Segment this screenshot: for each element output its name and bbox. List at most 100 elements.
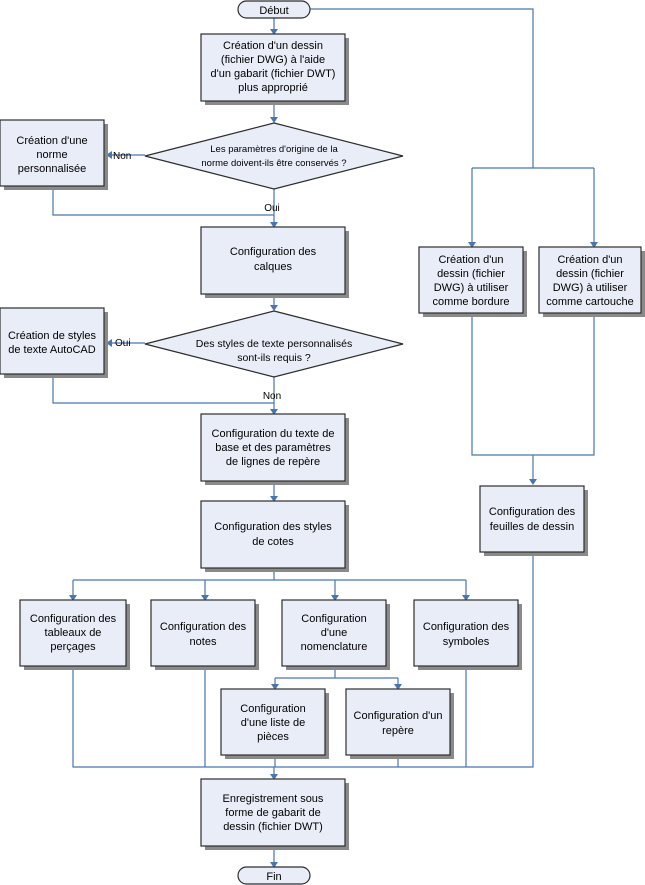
process-layers-line: Configuration des [230,246,317,258]
edge-label-preserve-yes: Oui [264,203,280,214]
terminal-end: Fin [237,866,311,885]
connectors [52,8,598,868]
process-save-template-line: Enregistrement sous [223,793,324,805]
process-layers-line: calques [254,261,292,273]
process-dim-styles-line: de cotes [252,536,294,548]
decision-preserve-settings: Les paramètres d'origine de la norme doi… [144,122,404,190]
arrowhead [201,595,209,601]
arrowhead [331,595,339,601]
process-save-template-line: dessin (fichier DWT) [223,821,323,833]
process-nomenclature: Configuration d'une nomenclature [281,599,390,670]
arrowhead [270,496,278,502]
process-border-drawing-line: Création d'un [438,254,503,266]
arrowhead [529,479,537,485]
process-border-drawing-line: comme bordure [432,296,509,308]
edge-label-text-no: Non [263,391,281,402]
process-hole-tables-line: tableaux de [45,627,102,639]
process-sheets: Configuration des feuilles de dessin [479,485,588,556]
process-layers: Configuration des calques [200,226,349,298]
process-base-text-line: Configuration du texte de [212,428,335,440]
arrowhead [270,305,278,311]
process-autocad-text-styles-line: de texte AutoCAD [8,344,95,356]
arrowhead [106,151,112,159]
connector-start-to-right-branch [310,8,534,168]
process-save-template-line: forme de gabarit de [225,807,320,819]
process-dim-styles: Configuration des styles de cotes [200,500,349,572]
arrowhead [394,684,402,690]
arrowhead [468,242,476,248]
decision-preserve-settings-line: norme doivent-ils être conservés ? [201,158,346,169]
process-dim-styles-line: Configuration des styles [214,521,332,533]
process-border-drawing: Création d'un dessin (fichier DWG) à uti… [418,246,527,317]
arrowhead [106,339,112,347]
terminal-start-label: Début [259,5,288,17]
process-balloon-line: Configuration d'un [354,710,443,722]
process-symbols-line: Configuration des [423,621,510,633]
edge-labels: Non Oui Oui Non [113,151,281,402]
connector-text-styles-merge [52,378,274,404]
decision-text-styles-line: Des styles de texte personnalisés [196,338,352,350]
process-save-template: Enregistrement sous forme de gabarit de … [200,778,349,850]
process-base-text-line: de lignes de repère [226,456,320,468]
process-titleblock-drawing-line: Création d'un [557,254,622,266]
decision-preserve-settings-line: Les paramètres d'origine de la [210,144,338,155]
process-symbols-line: symboles [443,636,490,648]
edge-label-text-yes: Oui [115,338,131,349]
arrowhead [270,117,278,123]
process-base-text: Configuration du texte de base et des pa… [200,413,349,485]
connector-border-down [471,315,595,456]
process-autocad-text-styles-line: Création de styles [8,330,97,342]
process-balloon-line: repère [382,725,414,737]
arrowhead [270,222,278,228]
process-notes: Configuration des notes [150,599,259,670]
process-parts-list-line: pièces [257,731,289,743]
process-sheets-line: feuilles de dessin [490,521,574,533]
process-border-drawing-line: DWG) à utiliser [434,282,509,294]
process-create-drawing-line: Création d'un dessin [223,40,323,52]
process-hole-tables-line: Configuration des [30,613,117,625]
process-titleblock-drawing-line: comme cartouche [546,296,633,308]
arrowhead [270,862,278,868]
process-autocad-text-styles: Création de styles de texte AutoCAD [0,307,108,378]
process-sheets-line: Configuration des [489,506,576,518]
arrowhead [462,595,470,601]
process-titleblock-drawing: Création d'un dessin (fichier DWG) à uti… [538,246,645,317]
process-titleblock-drawing-line: dessin (fichier [556,268,624,280]
process-create-drawing-line: plus approprié [238,82,308,94]
connector-sheets-to-save [274,555,534,768]
process-symbols: Configuration des symboles [413,599,522,670]
process-nomenclature-line: nomenclature [301,641,368,653]
process-notes-line: Configuration des [160,621,247,633]
process-parts-list-line: Configuration [240,703,305,715]
connector-norm-merge [52,190,274,216]
connector-hole-tables-merge [72,668,274,768]
process-border-drawing-line: dessin (fichier [437,268,505,280]
terminal-start: Début [237,0,311,19]
process-custom-norm-line: norme [36,149,67,161]
process-create-drawing-line: (fichier DWG) à l'aide [221,54,325,66]
arrowhead [270,29,278,35]
process-titleblock-drawing-line: DWG) à utiliser [553,282,628,294]
process-custom-norm-line: personnalisée [18,163,87,175]
arrowhead [69,595,77,601]
arrowhead [590,242,598,248]
process-custom-norm: Création d'une norme personnalisée [0,119,108,190]
process-nomenclature-line: d'une [321,627,348,639]
process-parts-list-line: d'une liste de [241,717,305,729]
process-custom-norm-line: Création d'une [16,135,87,147]
process-parts-list: Configuration d'une liste de pièces [220,688,329,759]
arrowhead [270,774,278,780]
process-notes-line: notes [190,636,217,648]
process-base-text-line: base et des paramètres [215,442,331,454]
process-nomenclature-line: Configuration [301,613,366,625]
process-balloon: Configuration d'un repère [345,688,454,759]
process-create-drawing: Création d'un dessin (fichier DWG) à l'a… [200,33,349,105]
process-hole-tables: Configuration des tableaux de perçages [19,599,130,670]
arrowhead [271,684,279,690]
arrowhead [270,409,278,415]
edge-label-preserve-no: Non [113,151,131,162]
process-hole-tables-line: perçages [50,641,96,653]
decision-text-styles-line: sont-ils requis ? [237,352,311,364]
process-create-drawing-line: d'un gabarit (fichier DWT) [211,68,336,80]
